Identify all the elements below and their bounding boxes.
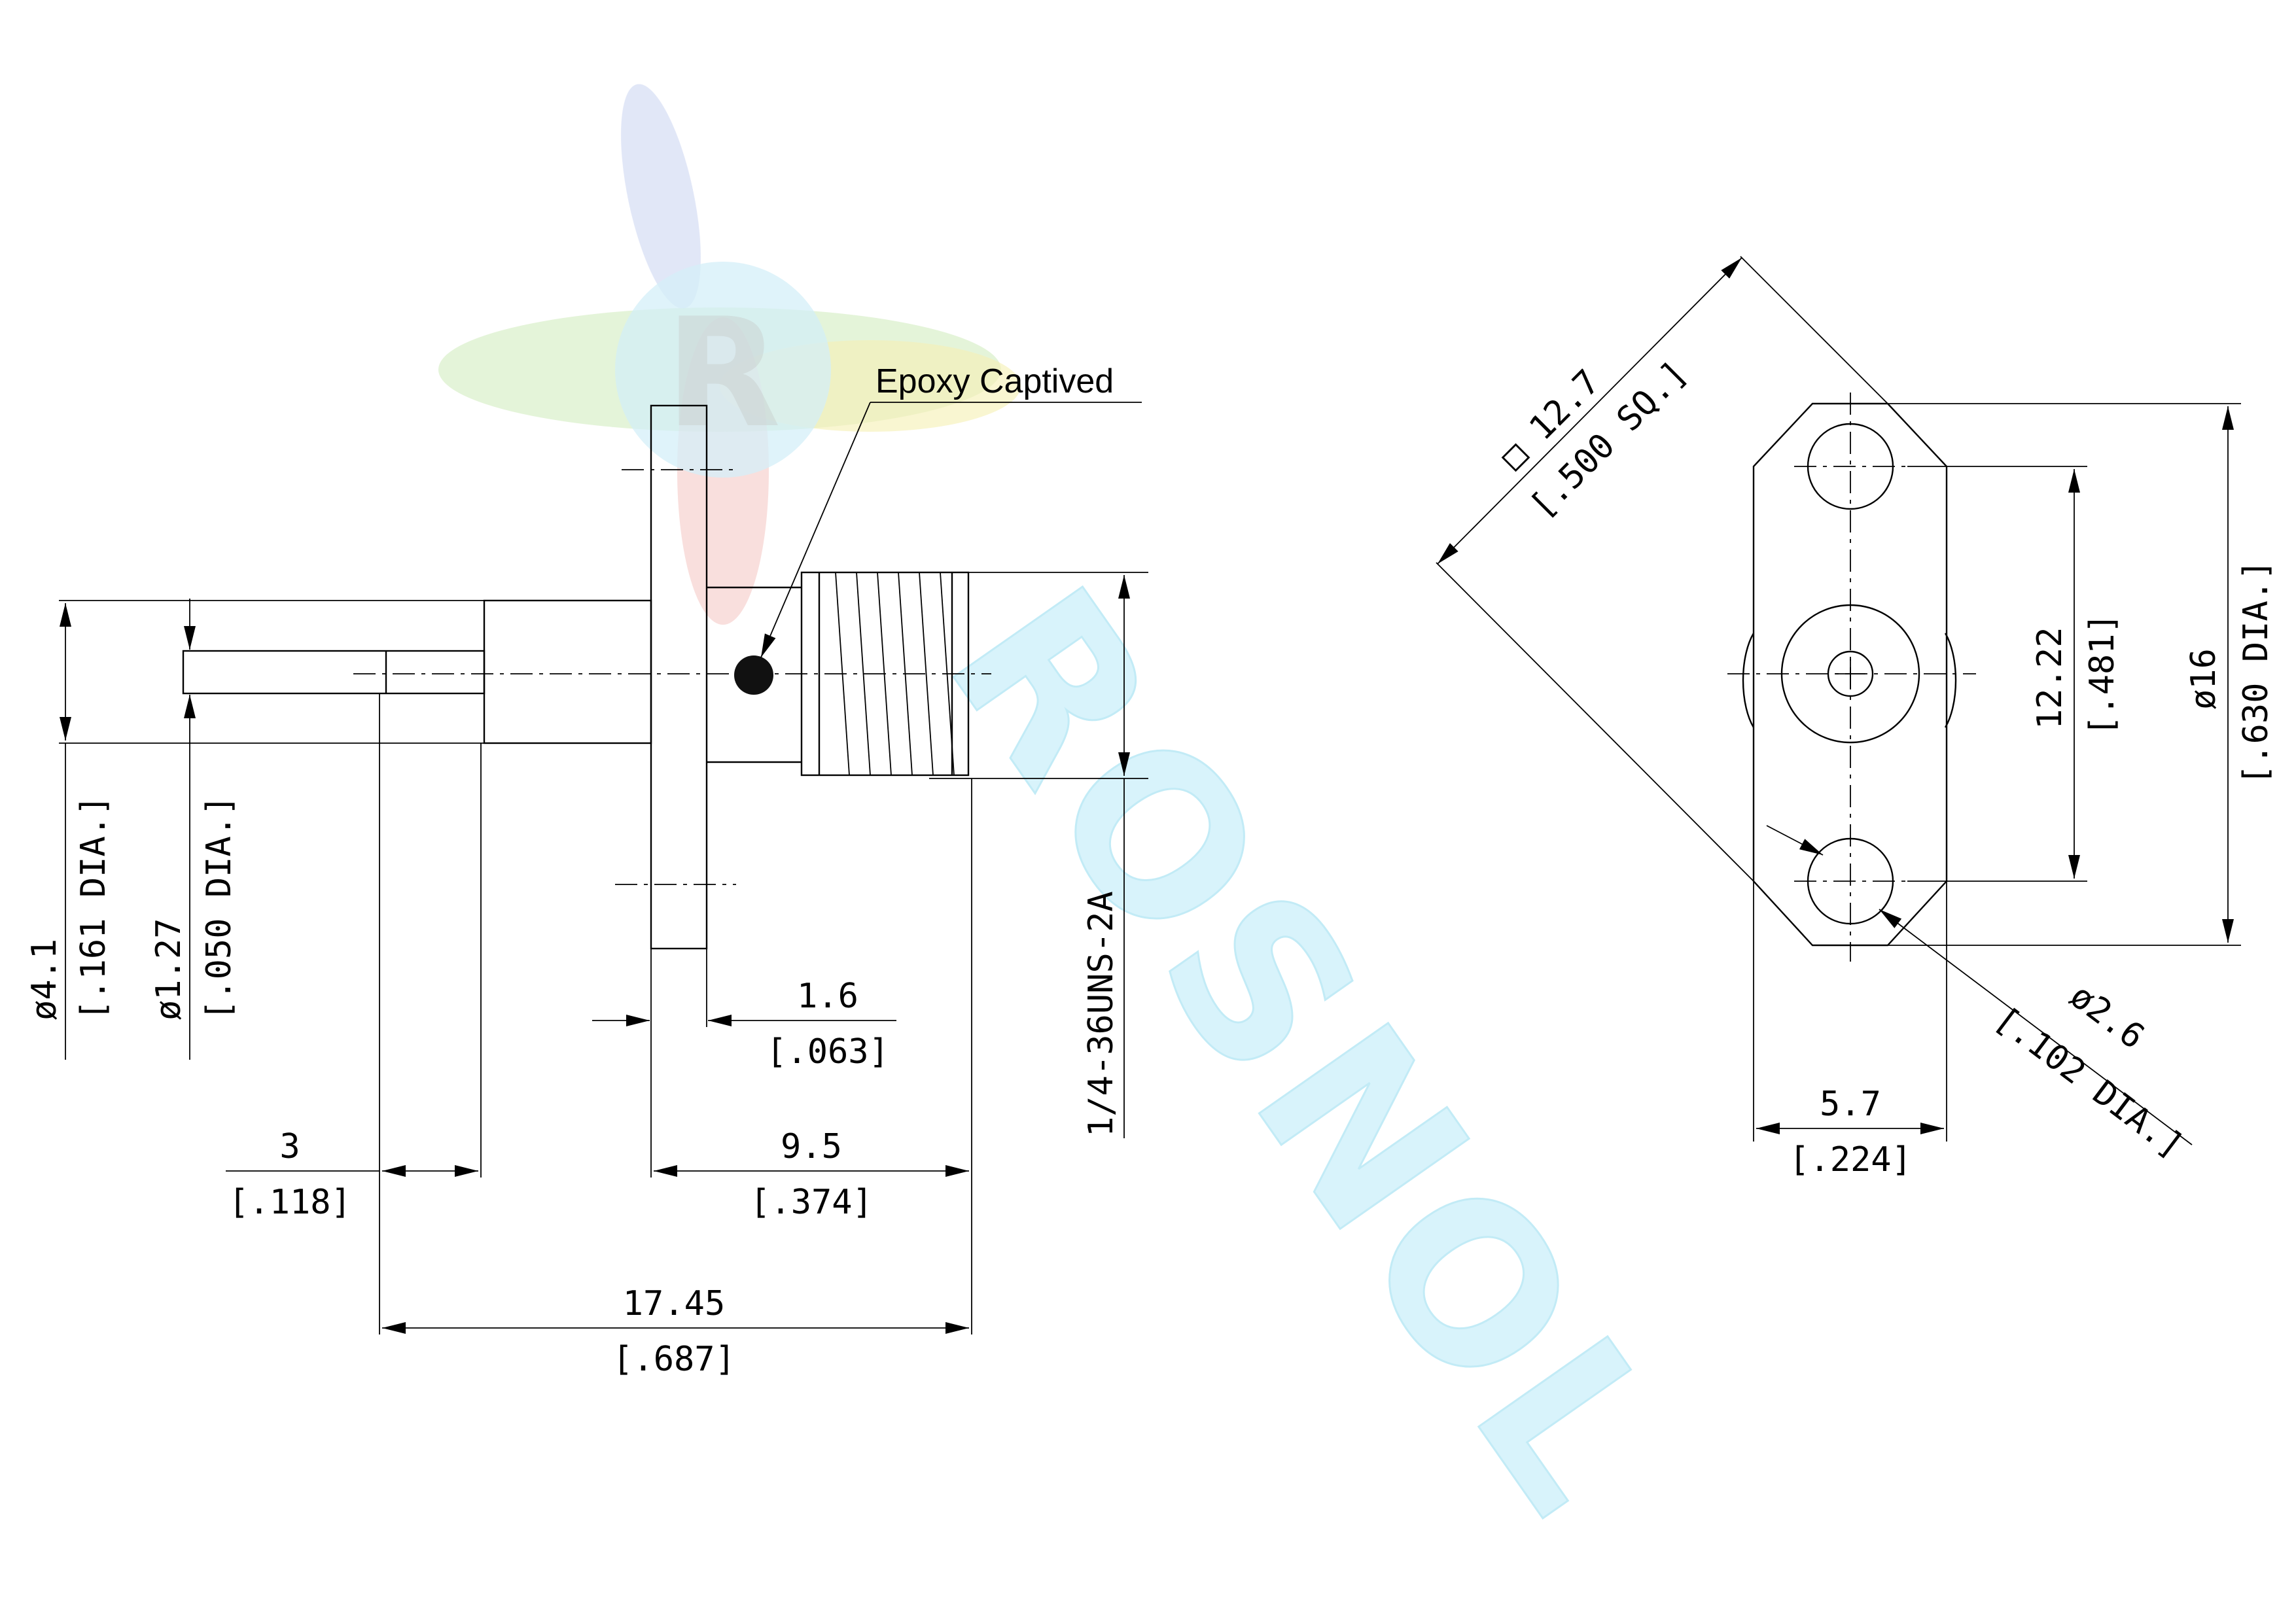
dim-dia-1-27-in: [.050 DIA.]	[200, 795, 239, 1021]
dim-dia-4-1-in: [.161 DIA.]	[74, 795, 113, 1021]
side-view: Epoxy Captived ø4.1 [.161 DIA.] ø1.27 [.…	[25, 362, 1148, 1379]
dim-dia-16-mm: ø16	[2184, 648, 2223, 710]
watermark-text: ROSNOL	[900, 546, 1716, 1560]
dim-12-22-in: [.481]	[2083, 613, 2122, 736]
epoxy-dot	[734, 655, 773, 695]
dim-dia-4-1-mm: ø4.1	[25, 939, 64, 1021]
dim-9-5-in: [.374]	[750, 1183, 873, 1222]
front-view: □ 12.7 [.500 SQ.] 12.22 [.481] ø16 [.630…	[1436, 256, 2276, 1179]
svg-text:R: R	[665, 287, 781, 461]
dim-1-6-in: [.063]	[766, 1032, 889, 1072]
dielectric-body	[483, 599, 652, 744]
flange-plate	[650, 404, 708, 950]
dim-17-45-in: [.687]	[612, 1340, 735, 1379]
contact-pin	[182, 650, 486, 695]
dim-12-22-mm: 12.22	[2030, 627, 2070, 729]
dim-dia-1-27-mm: ø1.27	[149, 918, 188, 1021]
dim-thread: 1/4-36UNS-2A	[1082, 891, 1121, 1137]
dim-5-7-mm: 5.7	[1820, 1085, 1881, 1124]
dim-5-7-in: [.224]	[1789, 1140, 1912, 1179]
dim-dia-2-6-mm: ø2.6	[2062, 976, 2151, 1056]
dim-3-in: [.118]	[228, 1183, 351, 1222]
dim-17-45-mm: 17.45	[623, 1284, 726, 1323]
threaded-section	[800, 571, 970, 777]
watermark-logo: R	[438, 84, 1021, 625]
dim-dia-16-in: [.630 DIA.]	[2236, 560, 2276, 785]
epoxy-label: Epoxy Captived	[875, 362, 1114, 400]
dim-3-mm: 3	[279, 1127, 300, 1166]
epoxy-leader	[760, 402, 871, 658]
dim-1-6-mm: 1.6	[797, 977, 858, 1016]
dim-9-5-mm: 9.5	[781, 1127, 842, 1166]
